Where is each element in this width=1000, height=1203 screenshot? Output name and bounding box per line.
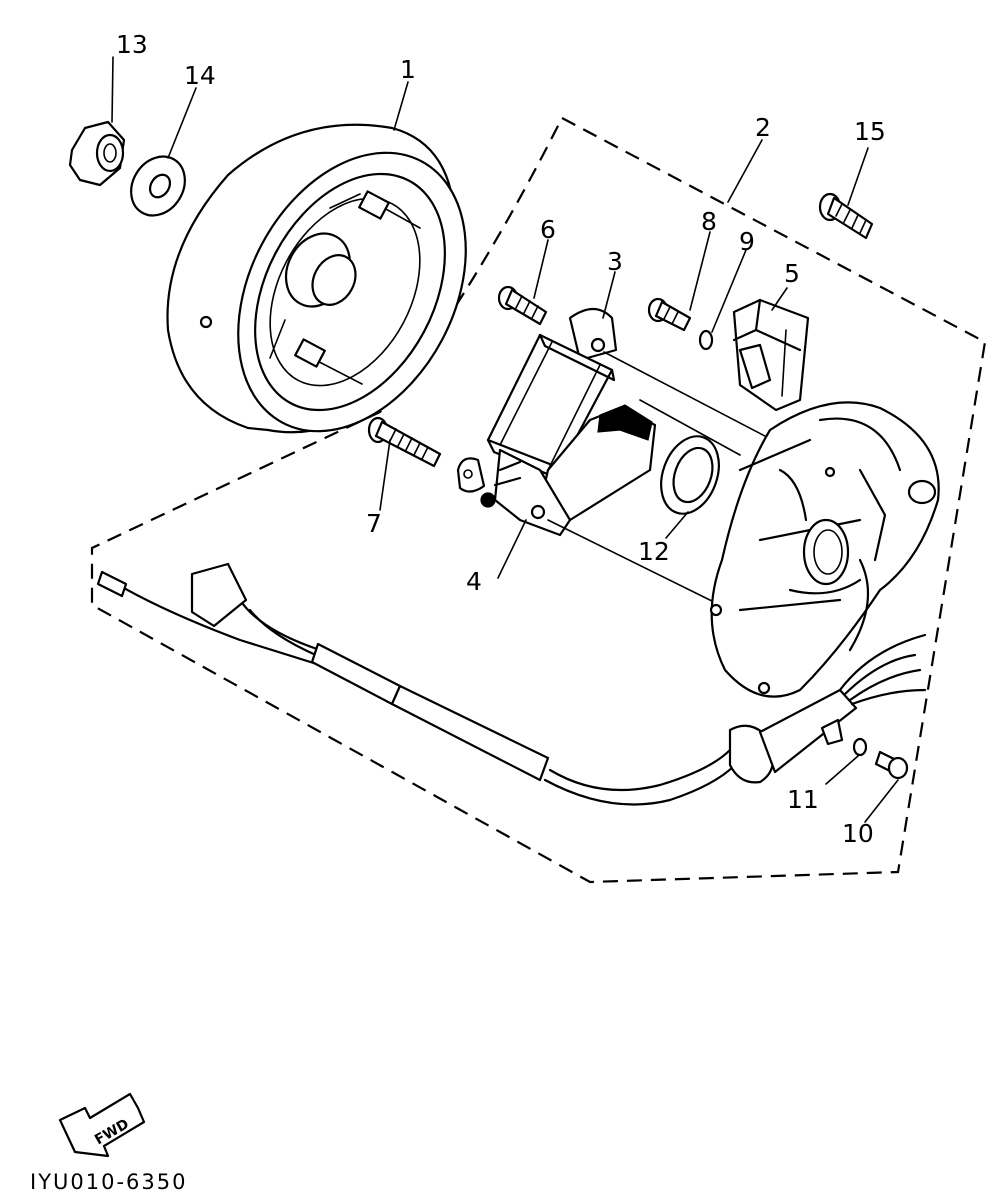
lock-washer-11 bbox=[852, 737, 868, 757]
callout-leaders bbox=[111, 56, 899, 823]
screw-15 bbox=[818, 192, 874, 240]
callout-9: 9 bbox=[739, 227, 755, 256]
forward-direction-arrow-icon: FWD bbox=[58, 1092, 146, 1158]
wire-harness bbox=[96, 562, 927, 806]
stator-base-plate bbox=[709, 401, 940, 698]
callout-14: 14 bbox=[184, 61, 216, 90]
callout-6: 6 bbox=[540, 215, 556, 244]
charge-coil-3 bbox=[486, 307, 618, 482]
washer bbox=[130, 155, 186, 217]
lock-washer-9 bbox=[698, 329, 714, 351]
screw-8 bbox=[647, 297, 692, 332]
callout-3: 3 bbox=[607, 247, 623, 276]
callout-4: 4 bbox=[466, 567, 482, 596]
callout-2: 2 bbox=[755, 113, 771, 142]
screw-10 bbox=[874, 750, 909, 780]
bracket-5 bbox=[732, 298, 810, 412]
callout-11: 11 bbox=[787, 785, 819, 814]
assembly-boundary bbox=[90, 116, 987, 884]
callout-1: 1 bbox=[400, 55, 416, 84]
callout-7: 7 bbox=[366, 509, 382, 538]
drawing-code: IYU010-6350 bbox=[30, 1170, 188, 1194]
callout-5: 5 bbox=[784, 259, 800, 288]
seal-ring-12 bbox=[660, 435, 720, 515]
callout-8: 8 bbox=[701, 207, 717, 236]
wire-clip bbox=[456, 457, 486, 493]
pulser-coil-4 bbox=[480, 404, 657, 537]
nut bbox=[68, 120, 126, 187]
screw-7 bbox=[367, 416, 442, 468]
callout-15: 15 bbox=[854, 117, 886, 146]
callout-10: 10 bbox=[842, 819, 874, 848]
callout-13: 13 bbox=[116, 30, 148, 59]
callout-12: 12 bbox=[638, 537, 670, 566]
screw-6 bbox=[497, 285, 548, 326]
flywheel-rotor bbox=[166, 123, 467, 434]
callout-labels: 1 2 3 4 5 6 7 8 9 10 11 12 13 14 15 bbox=[116, 30, 886, 848]
